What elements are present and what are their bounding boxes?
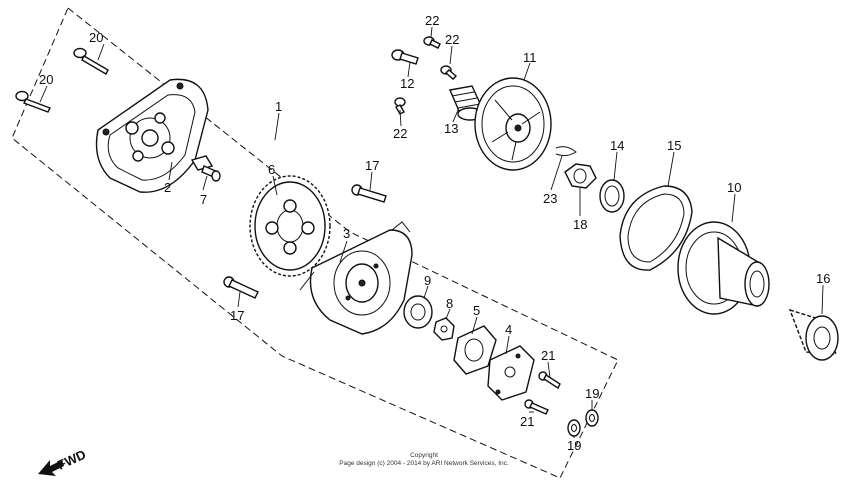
- callout-12: 12: [400, 76, 414, 91]
- callout-5: 5: [473, 303, 480, 318]
- callout-18: 18: [573, 217, 587, 232]
- callout-15: 15: [667, 138, 681, 153]
- callout-8: 8: [446, 296, 453, 311]
- callout-3: 3: [343, 226, 350, 241]
- fwd-label: FWD: [55, 447, 88, 473]
- callout-23: 23: [543, 191, 557, 206]
- part-21-screw-lower: [524, 399, 549, 415]
- part-17-bolt-upper: [351, 184, 387, 203]
- callout-10: 10: [727, 180, 741, 195]
- callout-14: 14: [610, 138, 624, 153]
- part-4-plate: [487, 345, 535, 401]
- callout-1: 1: [275, 99, 282, 114]
- callout-labels: 1 2 3 4 5 6 7 8 9 10 11 12 13 14 15 16 1…: [39, 13, 830, 453]
- part-19-washer-upper: [585, 409, 599, 427]
- part-15-gasket: [619, 185, 693, 271]
- part-8-inner-rotor: [433, 317, 455, 341]
- part-23-clip: [555, 146, 577, 157]
- copyright-line-1: Copyright: [410, 452, 438, 459]
- callout-4: 4: [505, 322, 512, 337]
- part-20-bolt-left: [15, 90, 51, 113]
- part-19-washer-lower: [567, 419, 581, 437]
- callout-6: 6: [268, 162, 275, 177]
- part-17-bolt-lower: [223, 276, 259, 299]
- fwd-direction-indicator: FWD: [38, 447, 88, 476]
- callout-19-upper: 19: [585, 386, 599, 401]
- part-16-gear: [788, 308, 839, 361]
- callout-9: 9: [424, 273, 431, 288]
- part-7-pin: [190, 155, 221, 182]
- part-11-clutch-outer: [474, 77, 552, 171]
- callout-16: 16: [816, 271, 830, 286]
- part-22-bolt-right: [440, 65, 458, 80]
- callout-19-lower: 19: [567, 438, 581, 453]
- part-6-gear: [249, 175, 331, 277]
- part-18-nut: [564, 163, 597, 189]
- part-3-pump-body: [299, 221, 413, 335]
- part-9-outer-rotor: [403, 295, 433, 329]
- part-21-screw-upper: [538, 371, 561, 390]
- callout-20-upper: 20: [89, 30, 103, 45]
- part-20-bolt-upper: [73, 47, 109, 75]
- part-22-bolt-lower: [394, 97, 406, 115]
- part-10-clutch-drum: [677, 221, 770, 315]
- callout-22-top: 22: [425, 13, 439, 28]
- callout-7: 7: [200, 192, 207, 207]
- leader-lines: [39, 26, 824, 438]
- callout-2: 2: [164, 180, 171, 195]
- callout-20-left: 20: [39, 72, 53, 87]
- callout-17-lower: 17: [230, 308, 244, 323]
- copyright-line-2: Page design (c) 2004 - 2014 by ARI Netwo…: [339, 460, 509, 467]
- part-5-gasket: [453, 325, 497, 375]
- callout-22-right: 22: [445, 32, 459, 47]
- callout-21-lower: 21: [520, 414, 534, 429]
- callout-21-upper: 21: [541, 348, 555, 363]
- callout-22-lower: 22: [393, 126, 407, 141]
- fwd-arrow-icon: [38, 460, 64, 476]
- callout-13: 13: [444, 121, 458, 136]
- part-2-cover: [95, 78, 209, 193]
- callout-17-upper: 17: [365, 158, 379, 173]
- part-22-bolt-top: [423, 36, 441, 49]
- part-14-washer: [599, 179, 625, 213]
- callout-11: 11: [523, 50, 537, 65]
- part-12-bolt: [391, 49, 419, 65]
